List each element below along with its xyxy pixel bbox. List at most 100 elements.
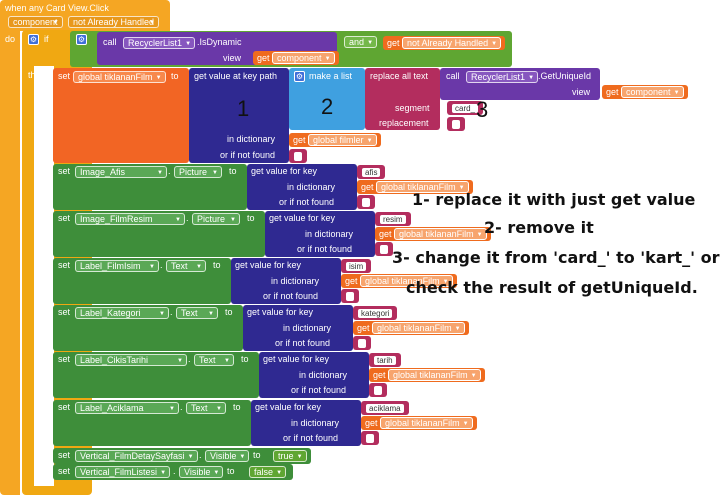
true-dropdown[interactable]: true	[273, 450, 307, 462]
make-list-gear-icon[interactable]: ⚙	[294, 71, 305, 82]
component-dropdown[interactable]: Image_Afis	[75, 166, 167, 178]
get-dict-block-3[interactable]: get global tiklananFilm	[353, 321, 469, 335]
get-component-block[interactable]: get component	[253, 51, 339, 65]
property-dropdown[interactable]: Text	[194, 354, 234, 366]
key-path-label: get value at key path	[194, 71, 278, 81]
get-not-handled-block[interactable]: get not Already Handled	[383, 36, 506, 50]
call-getuniqueid-block[interactable]: call RecyclerList1 .GetUniqueId view	[440, 68, 600, 100]
not-found-text-block-1[interactable]	[375, 242, 394, 256]
vertical-detay-dropdown[interactable]: Vertical_FilmDetaySayfasi	[75, 450, 198, 462]
dict-var-dropdown[interactable]: global tiklananFilm	[380, 417, 473, 429]
not-found-text-value[interactable]	[374, 386, 383, 395]
get-dict-block-2[interactable]: get global tiklananFilm	[341, 274, 457, 288]
property-dropdown[interactable]: Text	[176, 307, 218, 319]
dict-var-dropdown[interactable]: global tiklananFilm	[376, 181, 469, 193]
set-global-block[interactable]: set global tiklananFilm to	[53, 68, 189, 163]
dict-var-dropdown[interactable]: global tiklananFilm	[360, 275, 453, 287]
false-dropdown[interactable]: false	[249, 466, 287, 478]
not-found-text-value[interactable]	[346, 292, 355, 301]
key-text-value[interactable]: aciklama	[366, 404, 404, 413]
not-found-text-block-5[interactable]	[361, 431, 380, 445]
key-text-block-0[interactable]: afis	[357, 165, 386, 179]
make-a-list-block[interactable]: ⚙ make a list 2	[289, 68, 365, 130]
key-text-block-5[interactable]: aciklama	[361, 401, 409, 415]
component-dropdown[interactable]: Label_CikisTarihi	[75, 354, 187, 366]
recyclerlist-dropdown[interactable]: RecyclerList1	[123, 37, 196, 49]
key-text-block-3[interactable]: kategori	[353, 306, 398, 320]
component-dropdown[interactable]: Label_FilmIsim	[75, 260, 159, 272]
visible-prop-dropdown-1[interactable]: Visible	[205, 450, 250, 462]
key-text-value[interactable]: resim	[380, 215, 406, 224]
component-var-dropdown-2[interactable]: component	[621, 86, 684, 98]
key-text-block-1[interactable]: resim	[375, 212, 411, 226]
replacement-text-block[interactable]	[447, 117, 466, 131]
segment-text-value[interactable]: card_	[452, 104, 479, 113]
dict-var-dropdown[interactable]: global tiklananFilm	[394, 228, 487, 240]
key-text-value[interactable]: isim	[346, 262, 367, 271]
visible-prop-dropdown-2[interactable]: Visible	[179, 466, 224, 478]
get-component-block-2[interactable]: get component	[602, 85, 688, 99]
segment-text-block[interactable]: card_	[447, 101, 484, 115]
replacement-text-value[interactable]	[452, 120, 461, 129]
if-gear-icon[interactable]: ⚙	[28, 34, 39, 45]
not-found-text-value[interactable]	[294, 152, 303, 161]
segment-label: segment	[395, 103, 430, 113]
get-label: get	[345, 276, 358, 286]
component-dropdown[interactable]: Label_Kategori	[75, 307, 169, 319]
property-dropdown[interactable]: Picture	[174, 166, 222, 178]
not-found-text-block-2[interactable]	[341, 289, 360, 303]
dict-var-dropdown[interactable]: global tiklananFilm	[388, 369, 481, 381]
key-text-value[interactable]: afis	[362, 168, 381, 177]
get-dict-block-1[interactable]: get global tiklananFilm	[375, 227, 491, 241]
not-found-text-block[interactable]	[289, 149, 308, 163]
component-var-dropdown[interactable]: component	[272, 52, 335, 64]
param-not-handled[interactable]: not Already Handled	[68, 16, 160, 28]
recyclerlist-dropdown-2[interactable]: RecyclerList1	[466, 71, 539, 83]
replace-all-text-block[interactable]: replace all text segment replacement	[365, 68, 440, 130]
not-found-text-block-0[interactable]	[357, 195, 376, 209]
call-label: call	[103, 37, 117, 47]
and-dropdown[interactable]: and	[344, 36, 378, 48]
not-found-text-block-4[interactable]	[369, 383, 388, 397]
set-visible-block-1[interactable]: set Vertical_FilmDetaySayfasi . Visible …	[53, 448, 311, 464]
property-dropdown[interactable]: Picture	[192, 213, 240, 225]
set-visible-block-2[interactable]: set Vertical_FilmListesi . Visible to fa…	[53, 464, 293, 480]
not-found-text-value[interactable]	[362, 198, 371, 207]
not-handled-var-dropdown[interactable]: not Already Handled	[402, 37, 502, 49]
vertical-liste-dropdown[interactable]: Vertical_FilmListesi	[75, 466, 171, 478]
property-dropdown[interactable]: Text	[186, 402, 226, 414]
global-filmler-dropdown[interactable]: global filmler	[308, 134, 377, 146]
get-value-at-key-path-block[interactable]: get value at key path 1 in dictionary or…	[189, 68, 289, 163]
key-text-block-2[interactable]: isim	[341, 259, 372, 273]
get-global-filmler-block[interactable]: get global filmler	[289, 133, 381, 147]
not-found-text-value[interactable]	[380, 245, 389, 254]
and-gear-icon[interactable]: ⚙	[76, 34, 87, 45]
component-dropdown[interactable]: Image_FilmResim	[75, 213, 185, 225]
get-dict-block-4[interactable]: get global tiklananFilm	[369, 368, 485, 382]
param-component[interactable]: component	[8, 16, 63, 28]
get-dict-block-5[interactable]: get global tiklananFilm	[361, 416, 477, 430]
global-var-dropdown[interactable]: global tiklananFilm	[73, 71, 166, 83]
get-dict-block-0[interactable]: get global tiklananFilm	[357, 180, 473, 194]
component-dropdown[interactable]: Label_Aciklama	[75, 402, 179, 414]
key-text-value[interactable]: kategori	[358, 309, 393, 318]
key-text-value[interactable]: tarih	[374, 356, 396, 365]
key-text-block-4[interactable]: tarih	[369, 353, 401, 367]
not-found-text-block-3[interactable]	[353, 336, 372, 350]
not-found-text-value[interactable]	[366, 434, 375, 443]
not-found-text-value[interactable]	[358, 339, 367, 348]
dict-var-dropdown[interactable]: global tiklananFilm	[372, 322, 465, 334]
property-dropdown[interactable]: Text	[166, 260, 206, 272]
